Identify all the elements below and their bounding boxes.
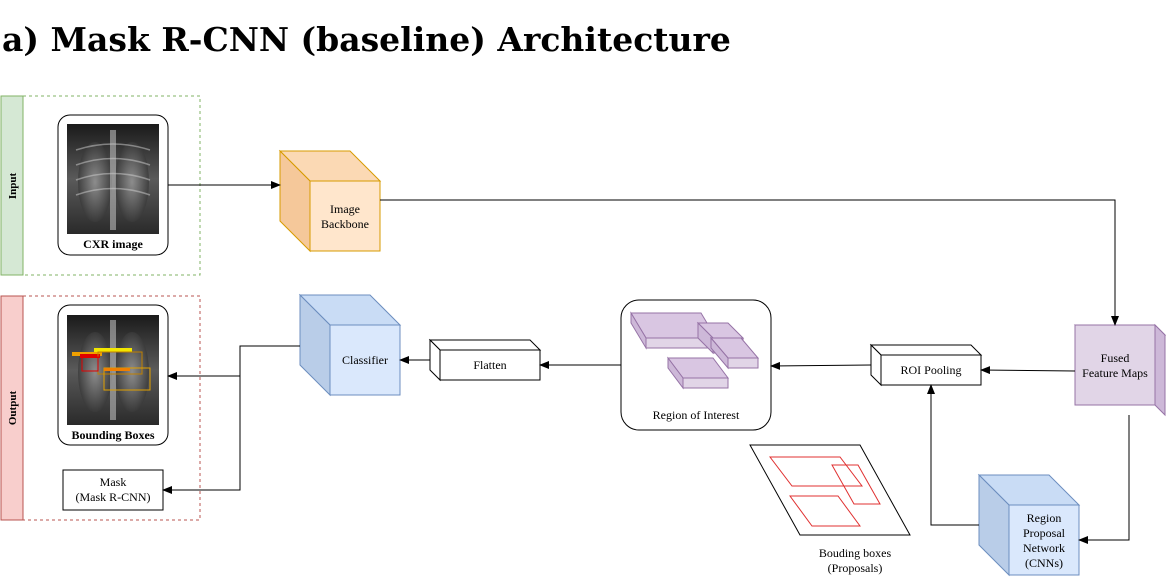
classifier-label: Classifier [342, 353, 388, 367]
rpn-label-line-3: Network [1023, 541, 1065, 555]
bounding-boxes-card: Bounding Boxes [57, 304, 169, 446]
bbox-orange-2 [104, 368, 130, 371]
bbox-red-1 [80, 354, 100, 358]
bbox-xray-image [67, 315, 159, 425]
classifier-node: Classifier [298, 293, 402, 397]
rpn-label-line-4: (CNNs) [1025, 556, 1063, 570]
flatten-label: Flatten [473, 358, 506, 372]
proposals-node: Bouding boxes (Proposals) [749, 444, 911, 575]
edge-backbone-to-fused [380, 199, 1119, 326]
backbone-label-line-2: Backbone [321, 217, 369, 231]
rpn-label-line-2: Proposal [1023, 526, 1066, 540]
output-section-frame [22, 295, 201, 521]
proposals-label-line-2: (Proposals) [828, 561, 883, 575]
roi-pooling-label: ROI Pooling [900, 363, 961, 377]
mask-node: Mask (Mask R-CNN) [62, 469, 164, 511]
input-section-bar [0, 95, 24, 276]
connectors [162, 181, 1130, 544]
edge-fused-to-roi-pooling [980, 366, 1076, 375]
edge-roi-pooling-to-roi [770, 361, 872, 370]
bounding-boxes-caption: Bounding Boxes [71, 428, 154, 442]
backbone-label-line-1: Image [330, 202, 360, 216]
image-backbone-node: Image Backbone [278, 149, 382, 253]
edge-rpn-to-roi-pooling [927, 384, 979, 526]
roi-label: Region of Interest [653, 408, 740, 422]
edge-classifier-to-mask [162, 345, 300, 494]
flatten-node: Flatten [428, 338, 542, 382]
mask-label-line-2: (Mask R-CNN) [76, 490, 151, 504]
mask-label-line-1: Mask [100, 475, 127, 489]
cxr-xray-image [67, 124, 159, 234]
fused-feature-maps-node: Fused Feature Maps [1073, 323, 1166, 417]
output-section: Output [0, 295, 201, 521]
roi-feature-boxes [630, 311, 760, 390]
output-section-label: Output [7, 391, 19, 426]
fused-label-line-1: Fused [1101, 351, 1130, 365]
mask-box [62, 469, 164, 511]
bbox-outline-2 [81, 356, 99, 372]
roi-pooling-node: ROI Pooling [869, 343, 983, 387]
region-of-interest-node: Region of Interest [620, 299, 772, 431]
cxr-image-card: CXR image [57, 114, 169, 256]
edge-fused-to-rpn [1078, 415, 1130, 544]
bbox-yellow-1 [94, 348, 132, 352]
diagram-title: a) Mask R-CNN (baseline) Architecture [2, 20, 731, 59]
fused-label-line-2: Feature Maps [1082, 366, 1148, 380]
region-proposal-network-node: Region Proposal Network (CNNs) [977, 473, 1081, 577]
rpn-label-line-1: Region [1027, 511, 1062, 525]
input-section-label: Input [7, 173, 19, 200]
proposals-label-line-1: Bouding boxes [819, 546, 892, 560]
cxr-image-caption: CXR image [83, 237, 143, 251]
